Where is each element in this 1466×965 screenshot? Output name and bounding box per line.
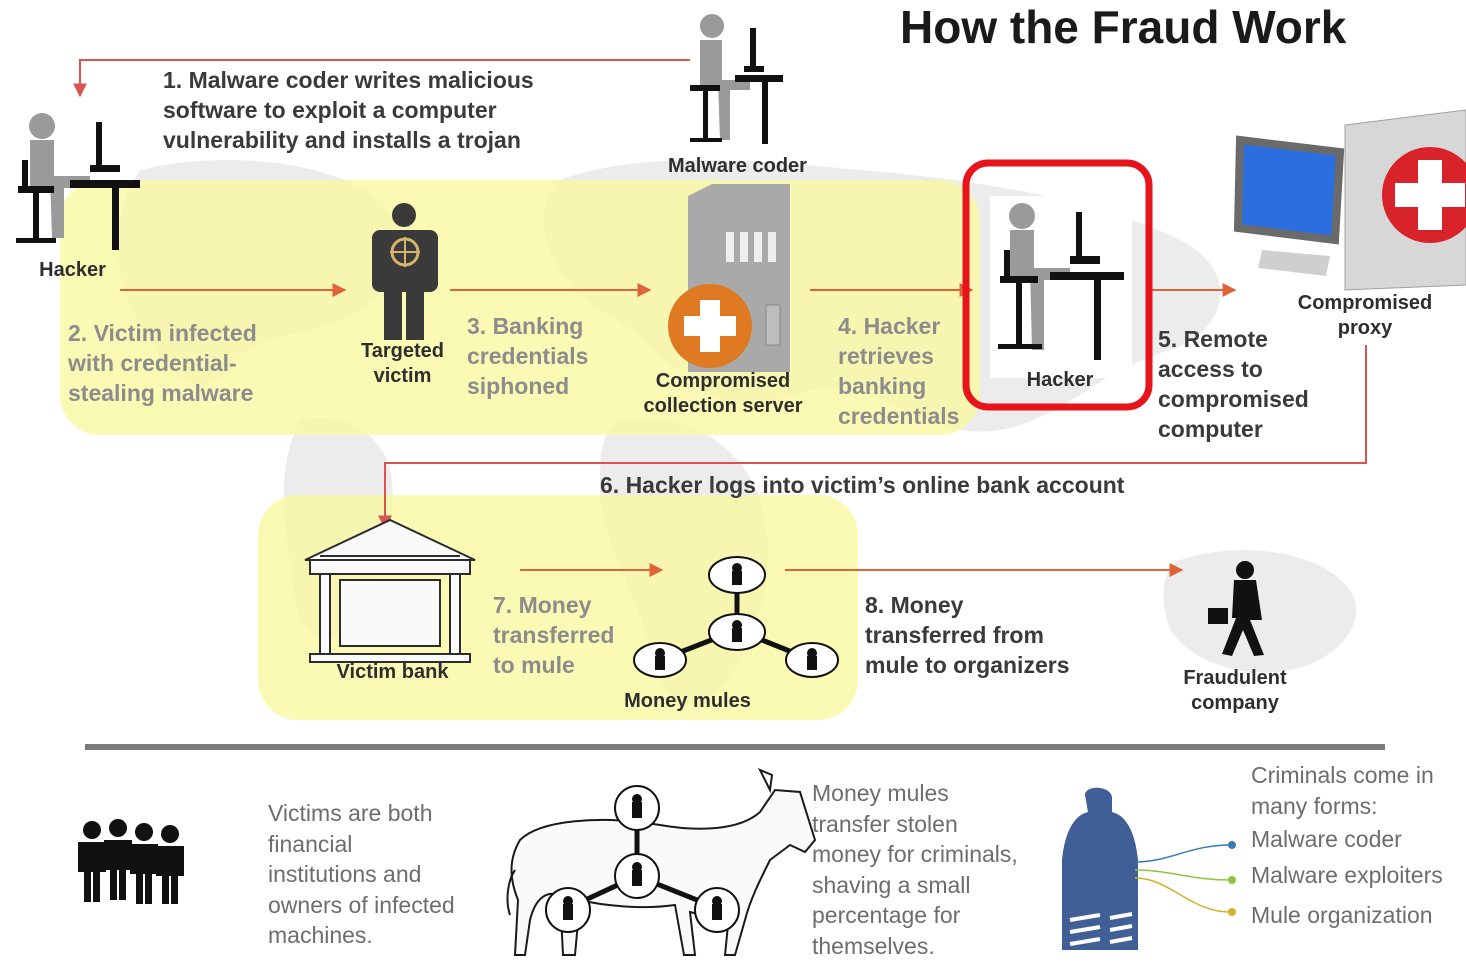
page-title: How the Fraud Work — [900, 1, 1347, 53]
proxy-icon — [1233, 109, 1466, 291]
label-hacker-center: Hacker — [1026, 369, 1094, 391]
victims-people-icon — [78, 819, 184, 904]
step-6-text: 6. Hacker logs into victim’s online bank… — [600, 472, 1125, 498]
arrow-step-6 — [378, 345, 1367, 530]
money-mules-icon — [633, 556, 839, 678]
label-victim-bank: Victim bank — [336, 661, 449, 683]
hacker-left-icon — [16, 113, 140, 250]
criminal-silhouette-icon — [1062, 787, 1236, 950]
hacker-center-icon — [990, 196, 1132, 378]
label-hacker-left: Hacker — [39, 259, 106, 281]
fraudulent-company-icon — [1208, 561, 1264, 656]
highlight-top-region — [60, 180, 980, 435]
label-malware-coder: Malware coder — [668, 155, 807, 177]
victim-bank-icon — [304, 518, 476, 663]
selection-box — [962, 159, 1153, 411]
label-money-mules: Money mules — [624, 690, 751, 712]
criminal-type-mule-organization: Mule organization — [1251, 902, 1433, 928]
targeted-victim-icon — [372, 203, 438, 340]
malware-coder-icon — [690, 14, 783, 144]
donkey-mules-network — [545, 785, 740, 933]
divider — [85, 744, 1385, 750]
criminal-type-malware-exploiters: Malware exploiters — [1251, 862, 1443, 888]
collection-server-icon — [668, 184, 790, 372]
arrow-step-1 — [73, 59, 690, 98]
criminal-type-malware-coder: Malware coder — [1251, 826, 1402, 852]
